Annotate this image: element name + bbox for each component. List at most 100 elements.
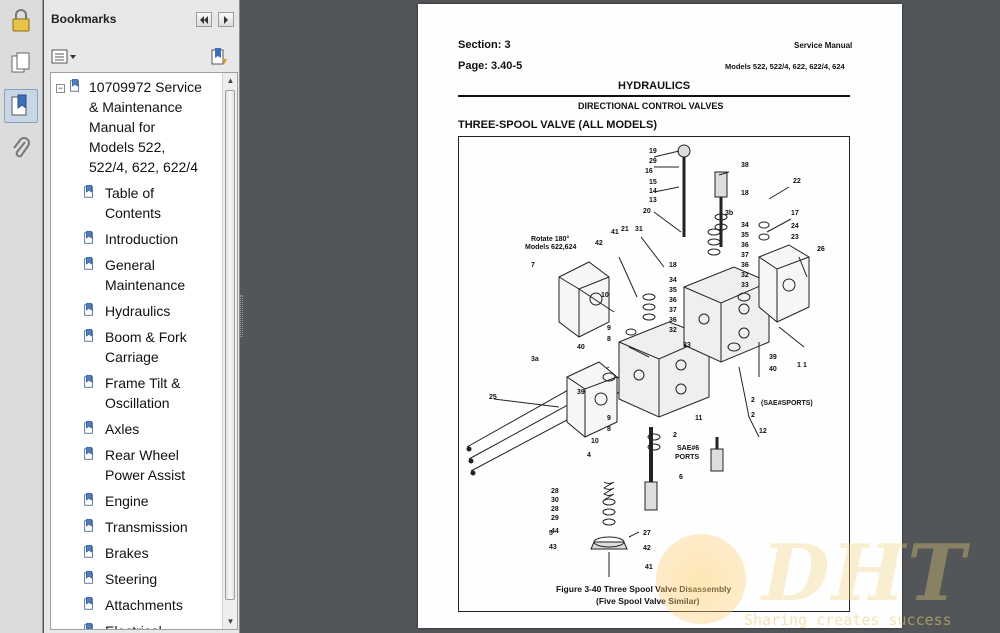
- part-number-label: 13: [649, 197, 657, 204]
- navigation-pane-strip: [0, 0, 43, 633]
- bookmark-label: Engine: [105, 493, 149, 509]
- part-number-label: 23: [791, 234, 799, 241]
- bookmark-label: Frame Tilt &: [105, 375, 181, 391]
- part-number-label: 3b: [725, 210, 733, 217]
- part-number-label: 28: [551, 488, 559, 495]
- watermark-circle: [656, 534, 746, 624]
- bookmark-icon: [70, 79, 79, 92]
- bookmark-item[interactable]: Hydraulics: [51, 301, 223, 321]
- bookmark-item[interactable]: Engine: [51, 491, 223, 511]
- bookmark-icon: [84, 329, 93, 342]
- part-number-label: 11: [695, 415, 703, 422]
- part-number-label: 36: [741, 242, 749, 249]
- options-menu-button[interactable]: [51, 49, 77, 65]
- part-number-label: 31: [635, 226, 643, 233]
- bookmarks-toolbar: [44, 44, 240, 70]
- panel-splitter[interactable]: [240, 295, 243, 337]
- scroll-up-arrow[interactable]: ▲: [226, 76, 235, 85]
- bookmarks-header: Bookmarks: [44, 0, 240, 40]
- part-number-label: 37: [669, 307, 677, 314]
- watermark-logo: DHT: [762, 528, 968, 619]
- part-number-label: 29: [649, 158, 657, 165]
- document-page: Section: 3 Page: 3.40-5 Service Manual M…: [418, 4, 902, 628]
- part-number-label: 9: [607, 415, 611, 422]
- part-number-label: 34: [669, 277, 677, 284]
- bookmark-item[interactable]: Steering: [51, 569, 223, 589]
- lock-icon[interactable]: [4, 4, 38, 38]
- bookmark-item[interactable]: Electrical: [51, 621, 223, 629]
- bookmark-label: Hydraulics: [105, 303, 171, 319]
- collapse-toggle-icon[interactable]: −: [56, 83, 65, 93]
- attachments-icon[interactable]: [4, 131, 38, 165]
- rotate-note: Rotate 180°: [531, 235, 569, 243]
- part-number-label: 10: [601, 292, 609, 299]
- scroll-thumb[interactable]: [225, 90, 235, 600]
- part-number-label: 10: [591, 438, 599, 445]
- find-current-bookmark-icon: [211, 48, 227, 65]
- part-number-label: 20: [643, 208, 651, 215]
- heading-rule: [458, 95, 850, 97]
- part-number-label: 12: [759, 428, 767, 435]
- part-number-label: 35: [669, 287, 677, 294]
- part-number-label: 3a: [531, 356, 539, 363]
- part-number-label: 35: [741, 232, 749, 239]
- bookmark-label: Transmission: [105, 519, 188, 535]
- bookmark-icon: [84, 257, 93, 270]
- bookmark-item[interactable]: Frame Tilt &Oscillation: [51, 373, 223, 413]
- collapse-panel-button[interactable]: [196, 12, 212, 27]
- part-number-label: 28: [551, 506, 559, 513]
- bookmark-item[interactable]: Table of Contents: [51, 183, 223, 223]
- part-number-label: 27: [643, 530, 651, 537]
- part-number-label: 9: [607, 325, 611, 332]
- part-number-label: 41: [611, 229, 619, 236]
- part-number-label: 39: [769, 354, 777, 361]
- part-number-label: 22: [793, 178, 801, 185]
- bookmark-label: Maintenance: [105, 277, 186, 293]
- bookmark-label: Boom & Fork: [105, 329, 187, 345]
- part-number-label: 21: [621, 226, 629, 233]
- expand-panel-button[interactable]: [218, 12, 234, 27]
- bookmark-label: Table of: [105, 185, 155, 201]
- bookmark-icon: [84, 303, 93, 316]
- bookmark-item[interactable]: Attachments: [51, 595, 223, 615]
- part-number-label: 33: [741, 282, 749, 289]
- part-number-label: 33: [683, 342, 691, 349]
- bookmarks-panel-icon[interactable]: [4, 89, 38, 123]
- part-number-label: 30: [551, 497, 559, 504]
- bookmarks-scrollbar[interactable]: ▲ ▼: [222, 73, 237, 629]
- bookmark-item[interactable]: Transmission: [51, 517, 223, 537]
- page-thumbnails-icon[interactable]: [4, 46, 38, 80]
- section-label: Section: 3: [458, 39, 511, 51]
- bookmark-item[interactable]: Introduction: [51, 229, 223, 249]
- part-number-label: 43: [549, 544, 557, 551]
- scroll-down-arrow[interactable]: ▼: [226, 617, 235, 626]
- part-number-label: 36: [669, 297, 677, 304]
- part-number-label: 37: [741, 252, 749, 259]
- part-number-label: 18: [741, 190, 749, 197]
- bookmark-label: Electrical: [105, 621, 162, 629]
- part-number-label: 7: [531, 262, 535, 269]
- part-number-label: 8: [607, 336, 611, 343]
- bookmark-icon: [84, 185, 93, 198]
- bookmark-icon: [84, 493, 93, 506]
- part-number-label: 39: [577, 389, 585, 396]
- models-label: Models 522, 522/4, 622, 622/4, 624: [725, 62, 845, 71]
- bookmark-label: 10709972 Service: [89, 79, 202, 95]
- bookmark-item[interactable]: Axles: [51, 419, 223, 439]
- find-bookmark-button[interactable]: [209, 47, 229, 67]
- part-number-label: 14: [649, 188, 657, 195]
- page-subheading: DIRECTIONAL CONTROL VALVES: [578, 101, 724, 111]
- bookmark-item[interactable]: Brakes: [51, 543, 223, 563]
- bookmark-label: Contents: [105, 205, 162, 221]
- bookmarks-title: Bookmarks: [51, 12, 117, 26]
- part-number-label: 34: [741, 222, 749, 229]
- page-heading: HYDRAULICS: [618, 80, 691, 92]
- bookmark-label: Steering: [105, 571, 158, 587]
- part-number-label: 42: [643, 545, 651, 552]
